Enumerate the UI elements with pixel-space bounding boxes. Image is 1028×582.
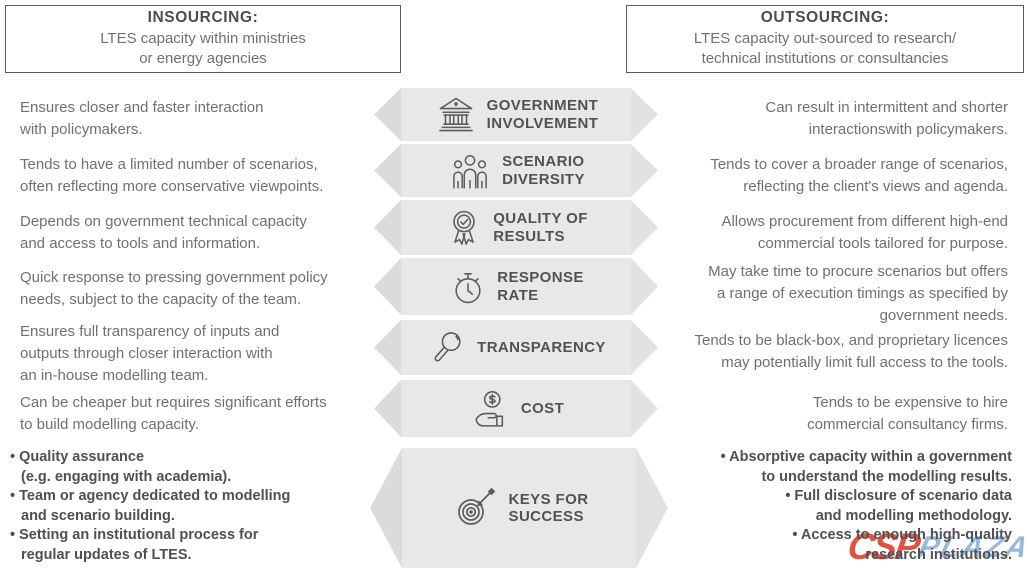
award-ribbon-icon <box>444 206 484 250</box>
list-item: • Full disclosure of scenario data and m… <box>785 488 1012 524</box>
list-item: • Team or agency dedicated to modelling … <box>10 488 291 524</box>
outsourcing-title: OUTSOURCING: <box>760 9 890 26</box>
badge-label-quality: QUALITY OF RESULTS <box>493 210 588 245</box>
list-item: • Access to enough high-quality research… <box>792 527 1012 563</box>
badge-label-government: GOVERNMENT INVOLVEMENT <box>486 97 599 132</box>
hand-dollar-icon <box>468 388 512 430</box>
badge-label-response: RESPONSE RATE <box>497 269 584 304</box>
badge-transparency: TRANSPARENCY <box>374 320 658 375</box>
badge-label-keys: KEYS FOR SUCCESS <box>508 490 589 525</box>
badge-label-cost: COST <box>520 399 565 417</box>
badge-scenario-diversity: SCENARIO DIVERSITY <box>374 144 658 197</box>
outsourcing-point-transparency: Tends to be black-box, and proprietary l… <box>694 332 1008 371</box>
list-item: • Quality assurance (e.g. engaging with … <box>10 449 232 485</box>
insourcing-point-response: Quick response to pressing government po… <box>20 269 328 308</box>
list-item: • Setting an institutional process for r… <box>10 527 259 563</box>
badge-keys-for-success: KEYS FOR SUCCESS <box>370 448 668 568</box>
badge-response-rate: RESPONSE RATE <box>374 258 658 315</box>
insourcing-point-government: Ensures closer and faster interaction wi… <box>20 99 264 138</box>
stopwatch-icon <box>448 266 488 308</box>
outsourcing-point-quality: Allows procurement from different high-e… <box>721 213 1008 252</box>
outsourcing-point-government: Can result in intermittent and shorter i… <box>765 99 1008 138</box>
insourcing-point-scenario: Tends to have a limited number of scenar… <box>20 156 324 195</box>
list-item: • Absorptive capacity within a governmen… <box>720 449 1012 485</box>
outsourcing-point-scenario: Tends to cover a broader range of scenar… <box>710 156 1008 195</box>
badge-government-involvement: GOVERNMENT INVOLVEMENT <box>374 88 658 141</box>
insourcing-keys-list: • Quality assurance (e.g. engaging with … <box>10 448 360 565</box>
insourcing-title: INSOURCING: <box>147 9 259 26</box>
outsourcing-header-box: OUTSOURCING: LTES capacity out-sourced t… <box>626 5 1024 73</box>
insourcing-subtitle: LTES capacity within ministries or energ… <box>100 30 306 67</box>
insourcing-header-box: INSOURCING: LTES capacity within ministr… <box>5 5 401 73</box>
badge-cost: COST <box>374 380 658 437</box>
outsourcing-point-cost: Tends to be expensive to hire commercial… <box>807 394 1008 433</box>
people-group-icon <box>447 150 493 192</box>
bank-icon <box>434 93 478 137</box>
outsourcing-subtitle: LTES capacity out-sourced to research/ t… <box>693 30 957 67</box>
insourcing-point-cost: Can be cheaper but requires significant … <box>20 394 327 433</box>
insourcing-point-quality: Depends on government technical capacity… <box>20 213 307 252</box>
badge-label-scenario: SCENARIO DIVERSITY <box>502 153 585 188</box>
outsourcing-keys-list: • Absorptive capacity within a governmen… <box>660 448 1012 565</box>
outsourcing-point-response: May take time to procure scenarios but o… <box>708 263 1008 324</box>
magnifier-icon <box>426 327 468 369</box>
target-dart-icon <box>450 483 500 533</box>
badge-label-transparency: TRANSPARENCY <box>477 338 606 356</box>
badge-quality-of-results: QUALITY OF RESULTS <box>374 200 658 255</box>
insourcing-point-transparency: Ensures full transparency of inputs and … <box>20 323 280 384</box>
